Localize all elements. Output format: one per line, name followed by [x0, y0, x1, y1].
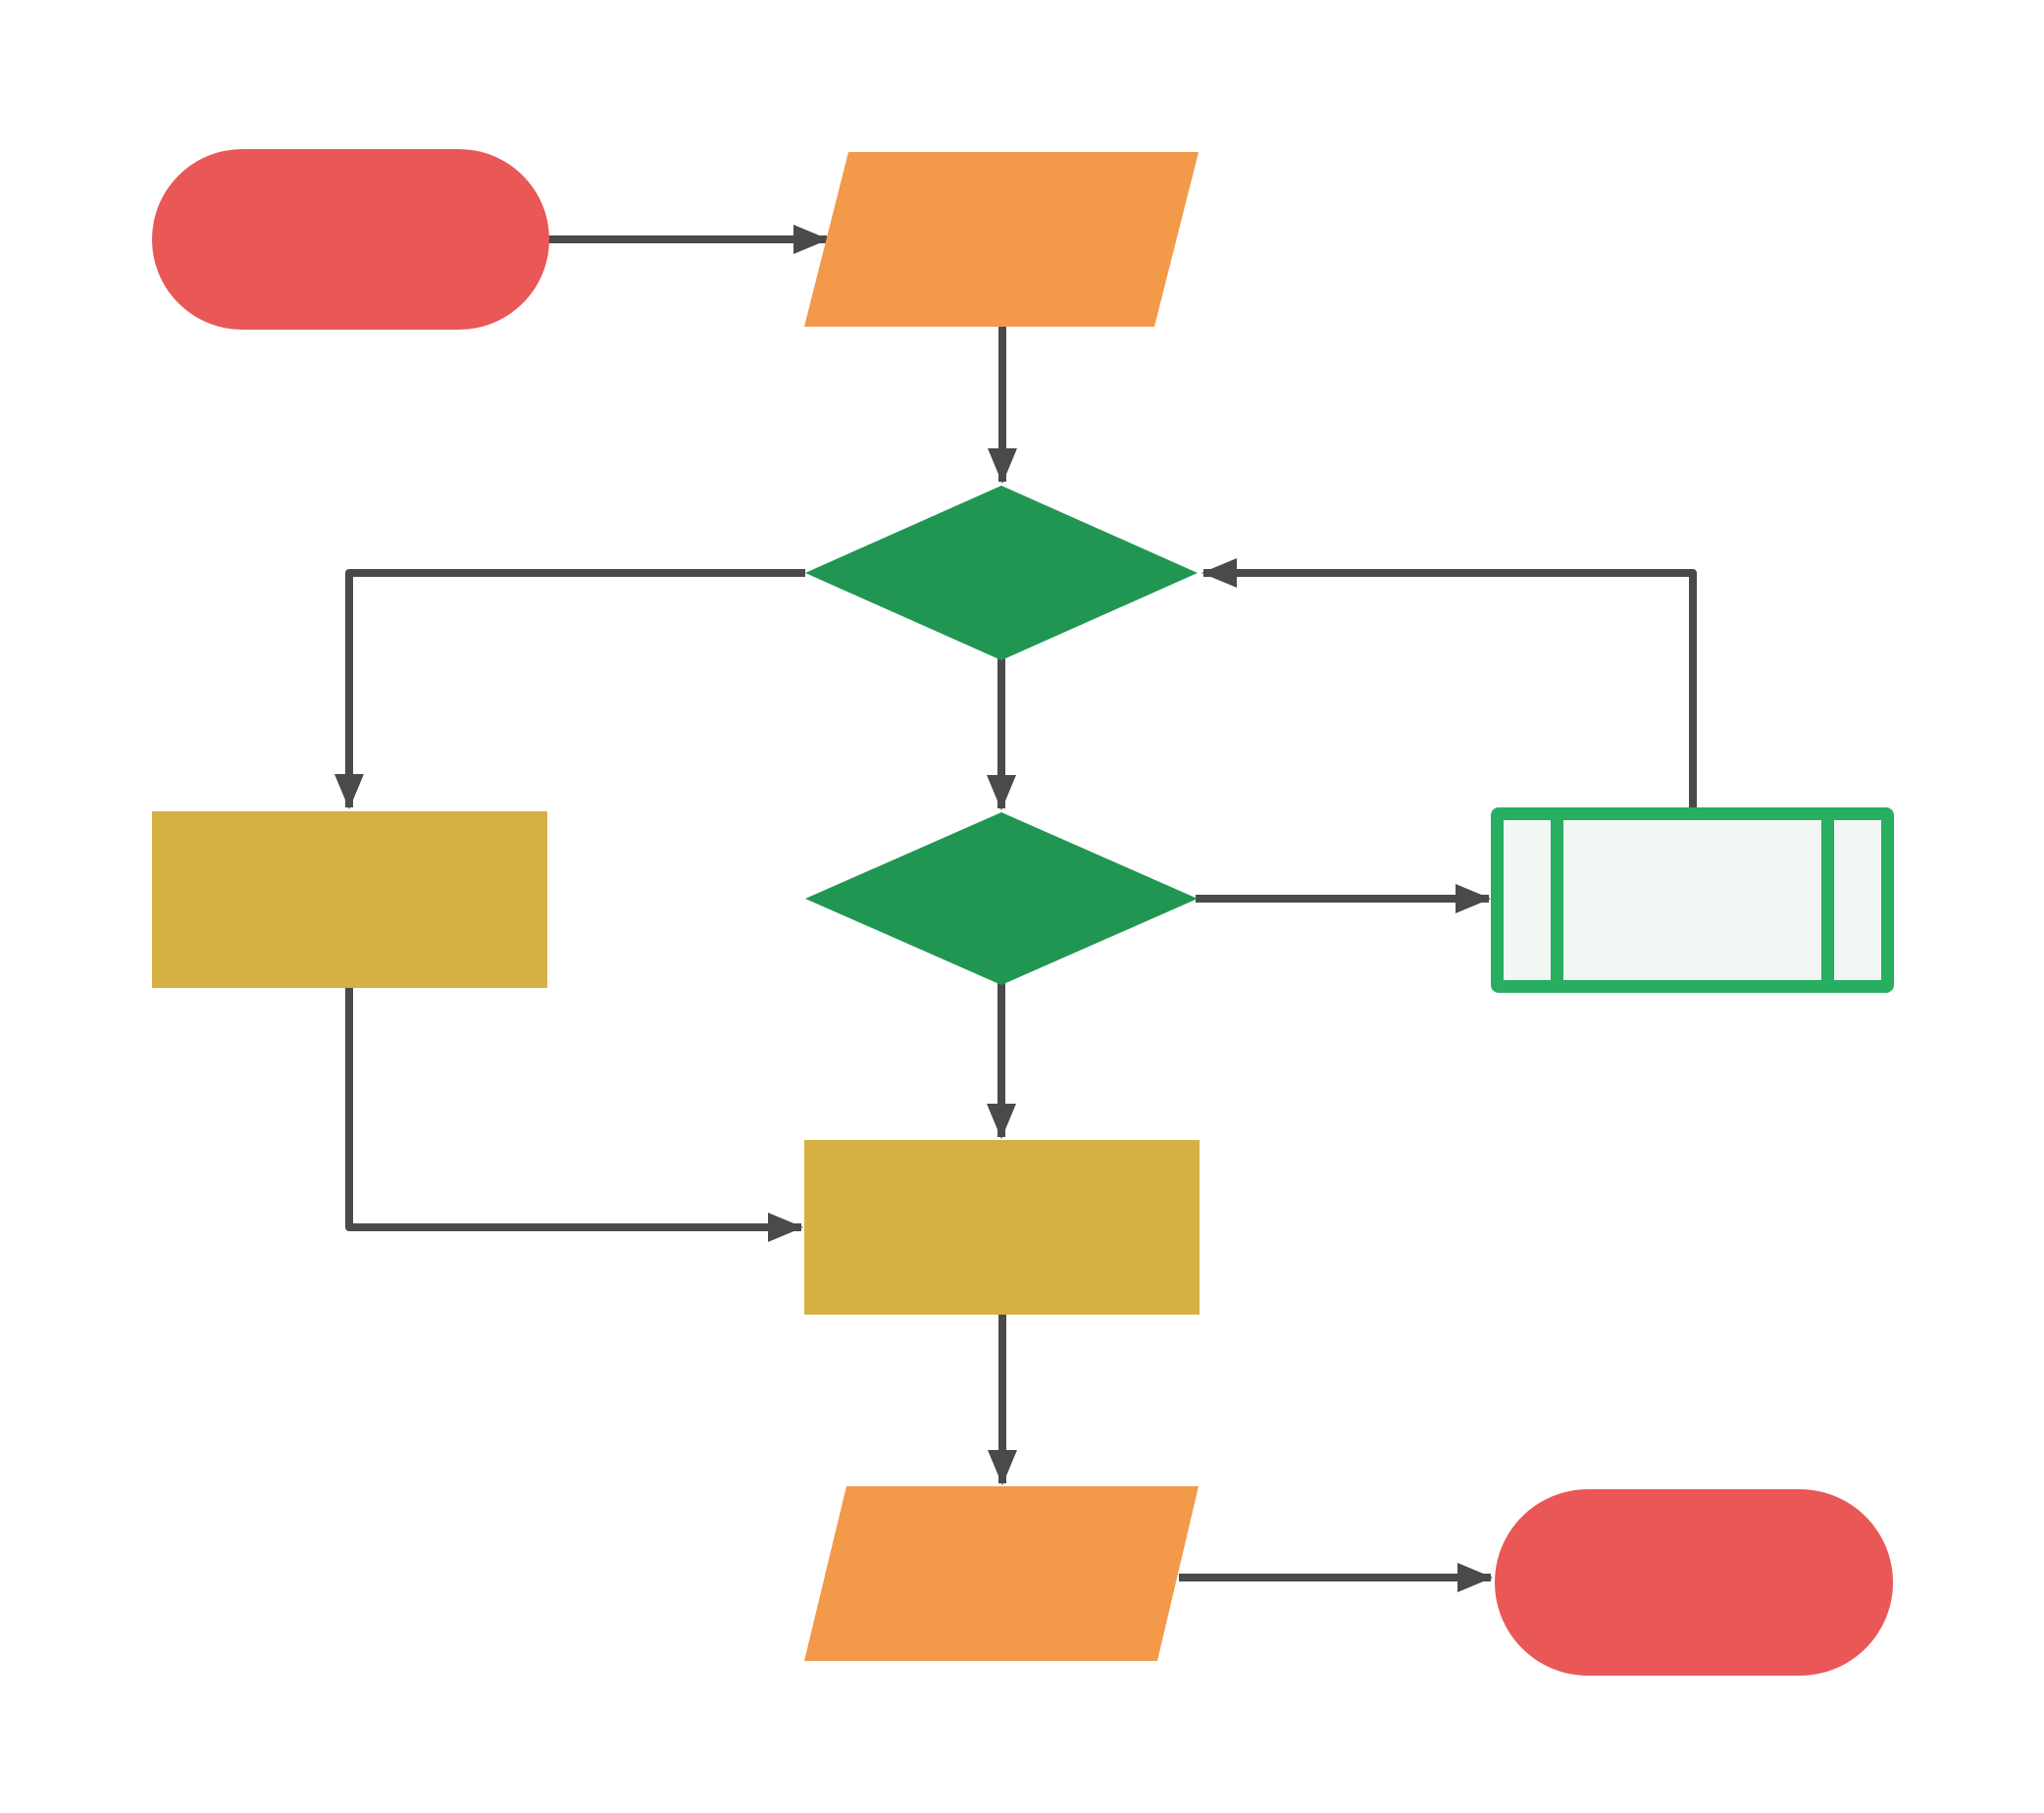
predefined-process-left-cell: [1504, 820, 1551, 980]
connector-predefined-to-decision-1[interactable]: [1201, 558, 1697, 814]
input-parallelogram-node[interactable]: [804, 152, 1199, 327]
predefined-process-right-cell: [1834, 820, 1881, 980]
predefined-process-center-cell: [1563, 820, 1821, 980]
start-terminator-node[interactable]: [152, 149, 549, 330]
connector-decision-1-to-process-left[interactable]: [334, 569, 805, 809]
decision-1-node[interactable]: [805, 486, 1198, 660]
predefined-process-node[interactable]: [1491, 807, 1894, 993]
end-terminator-node[interactable]: [1495, 1489, 1893, 1676]
process-center-node[interactable]: [804, 1140, 1200, 1315]
process-left-node[interactable]: [152, 811, 547, 988]
output-parallelogram-node[interactable]: [804, 1486, 1199, 1661]
decision-2-node[interactable]: [805, 812, 1198, 985]
connector-process-left-to-process-center[interactable]: [345, 986, 803, 1242]
